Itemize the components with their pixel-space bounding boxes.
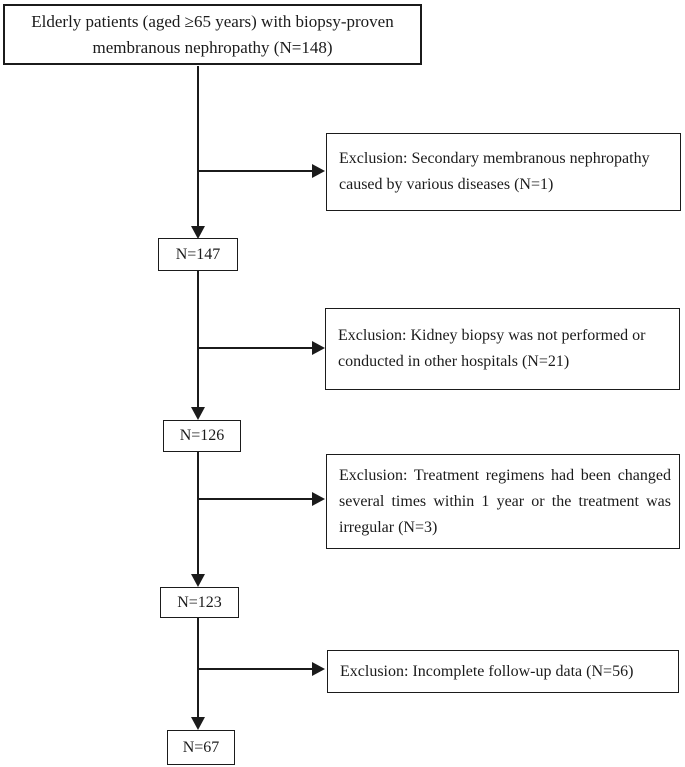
count-node-label-147: N=147 <box>175 245 221 263</box>
start-node-label: Elderly patients (aged ≥65 years) with b… <box>31 11 394 57</box>
exclusion-box-2: Exclusion: Kidney biopsy was not perform… <box>325 308 680 390</box>
connector-vertical-3 <box>197 452 199 574</box>
count-node-label-126: N=126 <box>179 427 225 444</box>
start-node-box: Elderly patients (aged ≥65 years) with b… <box>3 4 422 65</box>
connector-branch-2 <box>198 347 312 349</box>
down-arrowhead-icon-2 <box>191 407 205 420</box>
exclusion-box-3: Exclusion: Treatment regimens had been c… <box>326 454 680 549</box>
right-arrowhead-icon-4 <box>312 662 325 676</box>
connector-branch-1 <box>198 170 312 172</box>
connector-vertical-4 <box>197 618 199 717</box>
right-arrowhead-icon-1 <box>312 164 325 178</box>
count-node-label-123: N=123 <box>177 593 222 611</box>
down-arrowhead-icon-3 <box>191 574 205 587</box>
right-arrowhead-icon-2 <box>312 341 325 355</box>
count-node-box-123: N=123 <box>160 587 239 618</box>
exclusion-label-1: Exclusion: Secondary membranous nephropa… <box>339 150 650 193</box>
connector-vertical-2 <box>197 271 199 407</box>
exclusion-label-2: Exclusion: Kidney biopsy was not perform… <box>338 327 646 370</box>
exclusion-label-3: Exclusion: Treatment regimens had been c… <box>339 466 671 536</box>
down-arrowhead-icon-1 <box>191 226 205 239</box>
right-arrowhead-icon-3 <box>312 492 325 506</box>
connector-branch-3 <box>198 498 312 500</box>
exclusion-box-4: Exclusion: Incomplete follow-up data (N=… <box>327 650 679 693</box>
count-node-box-147: N=147 <box>158 238 238 271</box>
exclusion-label-4: Exclusion: Incomplete follow-up data (N=… <box>340 662 634 680</box>
down-arrowhead-icon-4 <box>191 717 205 730</box>
connector-vertical-1 <box>197 66 199 226</box>
count-node-box-126: N=126 <box>163 420 241 452</box>
exclusion-box-1: Exclusion: Secondary membranous nephropa… <box>326 133 681 211</box>
count-node-label-67: N=67 <box>182 738 220 756</box>
count-node-box-67: N=67 <box>167 730 235 765</box>
connector-branch-4 <box>198 668 312 670</box>
